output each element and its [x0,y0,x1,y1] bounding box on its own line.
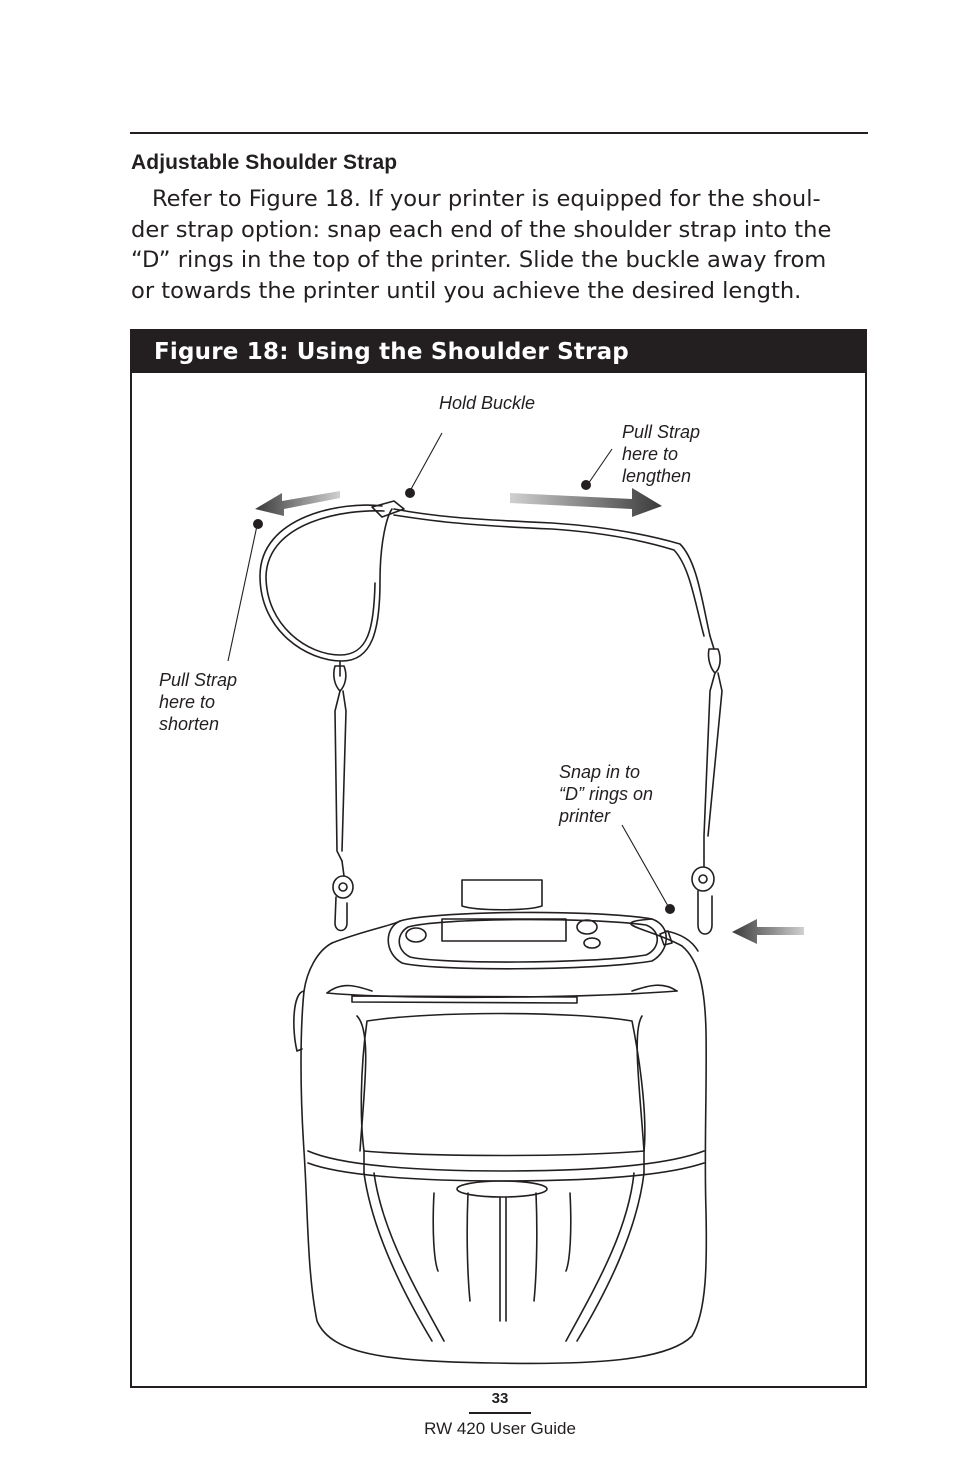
figure-title: Figure 18: Using the Shoulder Strap [154,339,629,365]
strap-buckle [371,500,405,518]
figure-frame: Figure 18: Using the Shoulder Strap [130,329,867,1388]
section-heading: Adjustable Shoulder Strap [131,151,398,174]
leader-lengthen [587,448,613,485]
printer-knob [461,879,543,911]
figure-title-bar: Figure 18: Using the Shoulder Strap [132,331,865,373]
printer-body [300,918,708,1365]
printer-top [387,911,667,970]
arrow-shorten [255,491,340,516]
media-window [360,1012,646,1157]
top-rule [130,132,868,134]
dot-shorten [253,519,263,529]
dot-snap [665,904,675,914]
paragraph-line-4: or towards the printer until you achieve… [131,277,802,304]
leader-shorten [227,520,259,662]
dot-hold-buckle [405,488,415,498]
callout-pull-shorten: Pull Strap here to shorten [159,670,238,734]
shoulder-strap-illustration [227,432,804,1365]
strap-right-hang [709,635,715,650]
arrow-snap-in [732,919,804,944]
dot-lengthen [581,480,591,490]
paragraph-line-1: Refer to Figure 18. If your printer is e… [152,186,821,212]
printer-display [441,918,567,942]
page-number: 33 [491,1390,509,1407]
arrow-lengthen [510,488,662,517]
strap-loop [259,504,393,662]
footer-guide-title: RW 420 User Guide [424,1419,576,1438]
callout-snap-d-rings: Snap in to “D” rings on printer [559,762,654,826]
page-number-rule [469,1412,531,1414]
paragraph-line-3: “D” rings in the top of the printer. Sli… [131,247,827,273]
body-paragraph: Refer to Figure 18. If your printer is e… [131,184,871,306]
left-snap-hook [341,860,345,877]
paragraph-line-2: der strap option: snap each end of the s… [131,216,832,243]
leader-snap [621,824,669,907]
leader-hold-buckle [409,432,443,492]
strap-main [393,508,711,637]
callout-pull-lengthen: Pull Strap here to lengthen [622,422,701,486]
callout-hold-buckle: Hold Buckle [439,393,536,413]
